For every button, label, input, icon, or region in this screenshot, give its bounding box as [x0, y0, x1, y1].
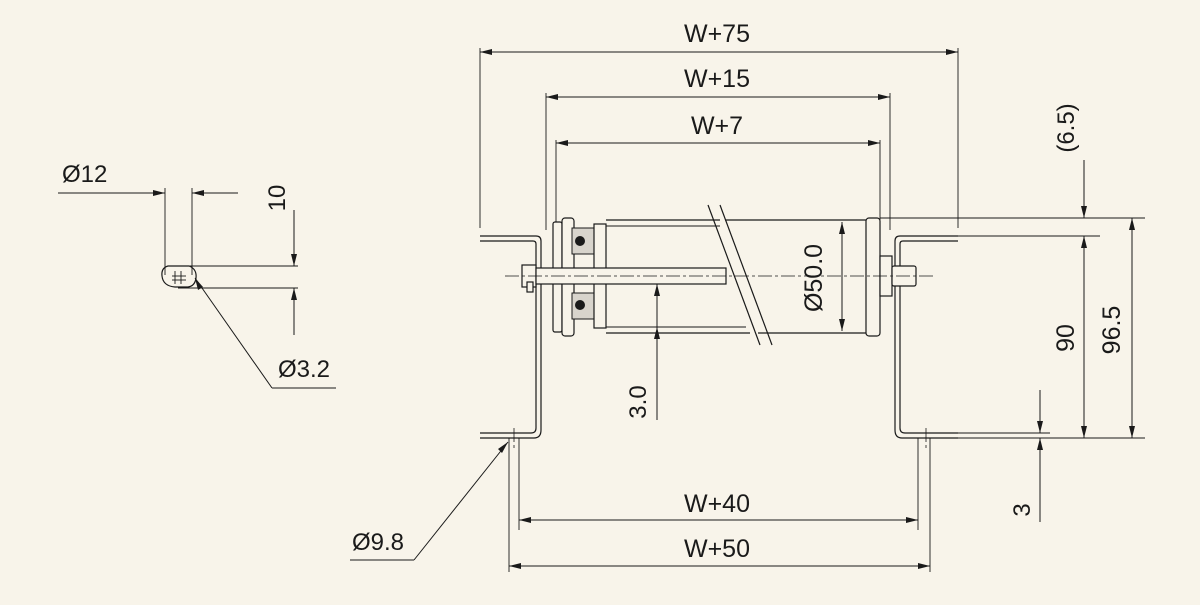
left-bracket [480, 235, 542, 448]
right-bracket [894, 235, 958, 448]
dim-w50: W+50 [684, 535, 750, 563]
inner-dimensions [654, 222, 845, 420]
shaft-end-detail [58, 188, 336, 389]
roller-body [505, 204, 935, 346]
dim-roller-dia: Ø50.0 [800, 244, 828, 312]
dim-w15: W+15 [684, 65, 750, 93]
dim-shaft-dia: Ø12 [62, 161, 107, 188]
dim-bracket-3: 3 [1009, 503, 1036, 516]
dim-w40: W+40 [684, 490, 750, 518]
dim-flat-10: 10 [264, 185, 291, 212]
bottom-dimensions [350, 438, 931, 572]
dim-bracket-hole: Ø9.8 [352, 529, 404, 556]
dimension-labels: W+75 W+15 W+7 W+40 W+50 Ø12 Ø3.2 Ø9.8 10… [62, 20, 1126, 563]
dim-w75: W+75 [684, 20, 750, 48]
dim-thickness-30: 3.0 [625, 385, 652, 418]
dim-height-90: 90 [1052, 324, 1080, 352]
dim-hole-dia: Ø3.2 [278, 356, 330, 383]
right-dimensions [880, 160, 1145, 522]
dim-w7: W+7 [691, 112, 743, 140]
dim-offset-65: (6.5) [1053, 103, 1080, 152]
dim-height-965: 96.5 [1098, 306, 1126, 355]
top-dimensions [479, 48, 959, 230]
